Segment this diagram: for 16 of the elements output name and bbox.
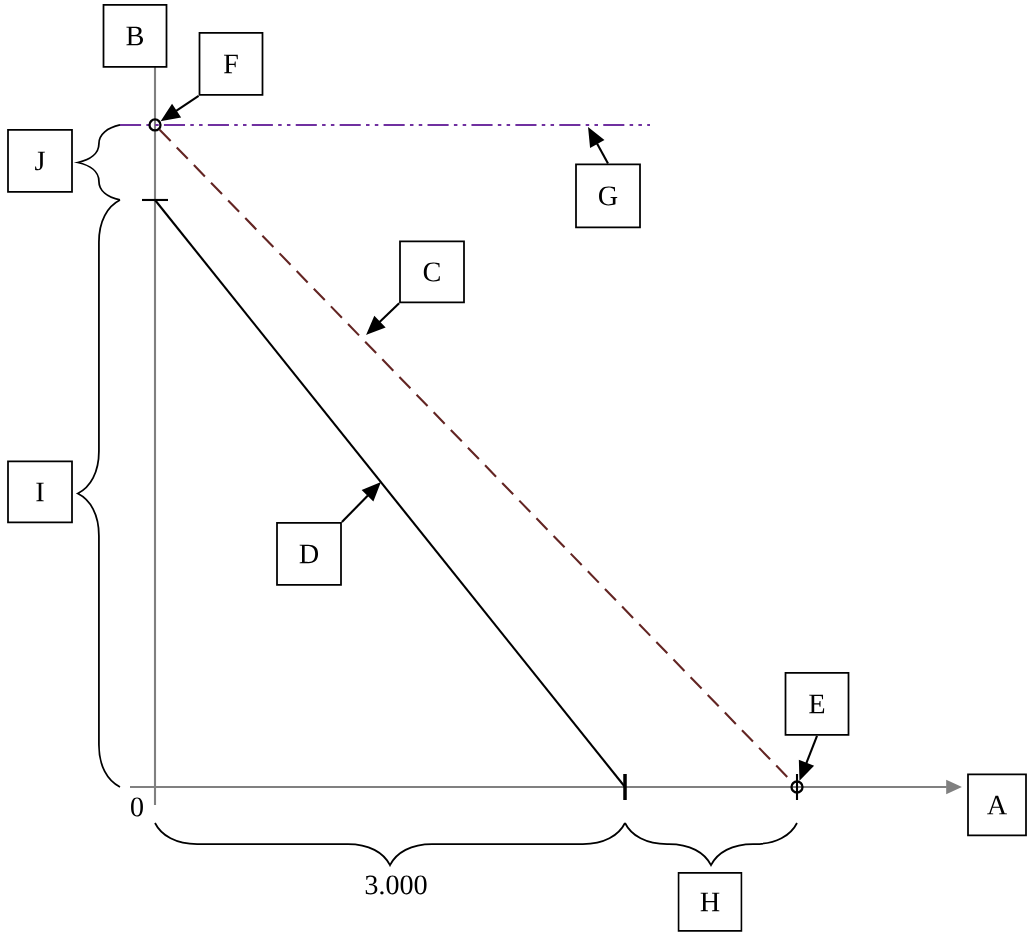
point-marker — [790, 780, 804, 794]
label-box: J — [7, 129, 73, 193]
label-box: D — [276, 522, 342, 586]
label-box: B — [102, 4, 168, 68]
dimension-label: 3.000 — [365, 875, 427, 895]
label-box: I — [7, 460, 73, 524]
label-box: E — [784, 672, 850, 736]
axis-label: 0 — [131, 797, 143, 817]
label-box: A — [967, 773, 1027, 837]
label-box: H — [677, 872, 743, 932]
label-box: G — [575, 163, 641, 229]
label-box: C — [399, 240, 465, 304]
leader-arrow — [366, 302, 400, 335]
label-box: F — [198, 32, 264, 96]
leader-arrow — [341, 482, 381, 523]
point-marker — [148, 118, 162, 132]
